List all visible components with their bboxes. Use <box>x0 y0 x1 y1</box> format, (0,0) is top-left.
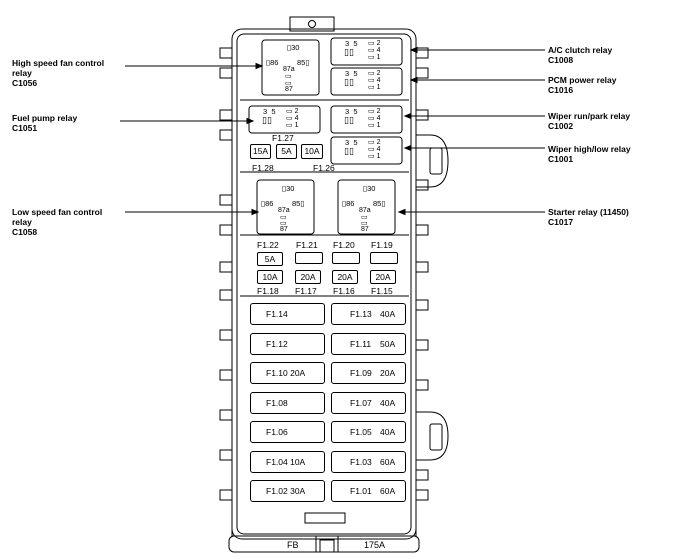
label-starter-relay: Starter relay (11450)C1017 <box>548 207 629 227</box>
fuse-f127: 5A <box>276 144 297 159</box>
fuse-f121 <box>295 252 323 264</box>
label-high-speed-fan-relay: High speed fan control relay C1056 <box>12 58 105 88</box>
fuse-label-f115: F1.15 <box>371 286 393 296</box>
label-low-speed-fan-relay: Low speed fan control relay C1058 <box>12 207 103 237</box>
maxi-fuse-right-amp: 40A <box>380 398 396 408</box>
fuse-label-f127: F1.27 <box>272 133 294 143</box>
bottom-label-175a: 175A <box>364 540 386 550</box>
maxi-fuse-left-label: F1.04 10A <box>266 457 306 467</box>
maxi-fuse-right-id: F1.13 <box>350 309 372 319</box>
fuse-f122: 5A <box>257 252 283 266</box>
maxi-fuse-left: F1.12 <box>250 333 325 355</box>
maxi-fuse-right-amp: 20A <box>380 368 396 378</box>
maxi-fuse-right-id: F1.11 <box>350 339 372 349</box>
maxi-fuse-left-label: F1.12 <box>266 339 288 349</box>
maxi-fuse-left: F1.04 10A <box>250 451 325 473</box>
maxi-fuse-right: F1.05 40A <box>331 421 406 443</box>
maxi-fuse-right-id: F1.01 <box>350 486 372 496</box>
maxi-fuse-right-id: F1.09 <box>350 368 372 378</box>
fuse-label-f119: F1.19 <box>371 240 393 250</box>
fuse-f128: 15A <box>250 144 271 159</box>
fuse-label-f118: F1.18 <box>257 286 279 296</box>
maxi-fuse-left: F1.02 30A <box>250 480 325 502</box>
maxi-fuse-right-amp: 60A <box>380 457 396 467</box>
fuse-label-f120: F1.20 <box>333 240 355 250</box>
maxi-fuse-right: F1.07 40A <box>331 392 406 414</box>
maxi-fuse-left: F1.08 <box>250 392 325 414</box>
bottom-label-fb: FB <box>287 540 299 550</box>
maxi-fuse-right: F1.03 60A <box>331 451 406 473</box>
fuse-f126: 10A <box>301 144 323 159</box>
fuse-f119 <box>370 252 398 264</box>
maxi-fuse-right-amp: 40A <box>380 309 396 319</box>
fuse-label-f126: F1.26 <box>313 163 335 173</box>
maxi-fuse-right-id: F1.03 <box>350 457 372 467</box>
fuse-label-f128: F1.28 <box>252 163 274 173</box>
fuse-f118: 10A <box>257 270 283 284</box>
maxi-fuse-left: F1.14 <box>250 303 325 325</box>
fuse-f120 <box>332 252 360 264</box>
fuse-f116: 20A <box>332 270 358 284</box>
maxi-fuse-right: F1.13 40A <box>331 303 406 325</box>
maxi-fuse-left: F1.06 <box>250 421 325 443</box>
fuse-label-f121: F1.21 <box>296 240 318 250</box>
maxi-fuse-right-id: F1.07 <box>350 398 372 408</box>
maxi-fuse-right: F1.01 60A <box>331 480 406 502</box>
maxi-fuse-left-label: F1.06 <box>266 427 288 437</box>
fuse-f117: 20A <box>295 270 321 284</box>
maxi-fuse-right-amp: 50A <box>380 339 396 349</box>
maxi-fuse-left-label: F1.14 <box>266 309 288 319</box>
maxi-fuse-left-label: F1.02 30A <box>266 486 306 496</box>
maxi-fuse-right: F1.09 20A <box>331 362 406 384</box>
fuse-label-f122: F1.22 <box>257 240 279 250</box>
fuse-f115: 20A <box>370 270 396 284</box>
maxi-fuse-right-amp: 40A <box>380 427 396 437</box>
label-fuel-pump-relay: Fuel pump relay C1051 <box>12 113 78 133</box>
maxi-fuse-right: F1.11 50A <box>331 333 406 355</box>
fuse-label-f116: F1.16 <box>333 286 355 296</box>
maxi-fuse-right-id: F1.05 <box>350 427 372 437</box>
maxi-fuse-right-amp: 60A <box>380 486 396 496</box>
maxi-fuse-left-label: F1.08 <box>266 398 288 408</box>
fuse-label-f117: F1.17 <box>295 286 317 296</box>
maxi-fuse-left-label: F1.10 20A <box>266 368 306 378</box>
maxi-fuse-left: F1.10 20A <box>250 362 325 384</box>
